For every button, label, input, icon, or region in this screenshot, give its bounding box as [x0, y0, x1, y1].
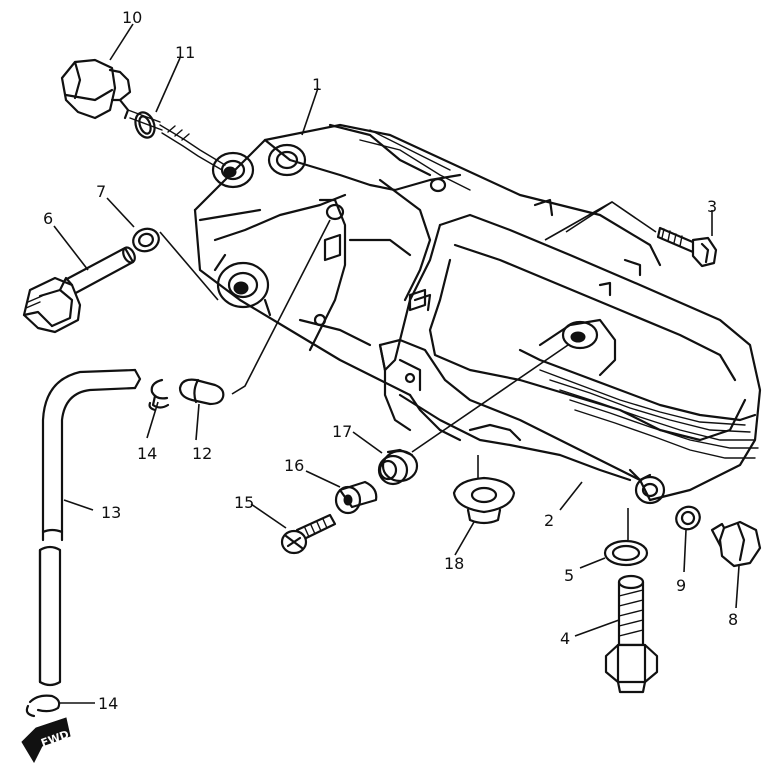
callout-6: 6 [43, 209, 53, 228]
callout-18: 18 [444, 554, 464, 573]
callout-9: 9 [676, 576, 686, 595]
fitting-boss [213, 253, 272, 317]
callout-1: 1 [312, 75, 322, 94]
part-13-hose [38, 368, 142, 687]
part-5-gasket [603, 539, 649, 567]
callout-17: 17 [332, 422, 352, 441]
callout-15: 15 [234, 493, 254, 512]
leader-lines [53, 23, 740, 704]
callout-2: 2 [544, 511, 554, 530]
part-3-bolt [656, 226, 718, 268]
part-1-housing [193, 123, 662, 397]
callout-3: 3 [707, 197, 717, 216]
part-2-cover [378, 213, 762, 505]
part-6-fitting [22, 246, 136, 334]
part-10-filler-cap [60, 58, 163, 131]
callout-11: 11 [175, 43, 195, 62]
callout-12: 12 [192, 444, 212, 463]
part-16-collar [334, 480, 378, 515]
callout-5: 5 [564, 566, 574, 585]
callout-14-lower: 14 [98, 694, 118, 713]
filler-boss [211, 151, 255, 189]
forward-direction-badge: FWD [21, 717, 71, 764]
part-14-clip-lower [25, 694, 61, 718]
part-4-drain-bolt [604, 574, 659, 694]
callout-labels: 10 11 1 3 7 6 14 12 13 14 17 16 15 18 2 … [43, 8, 738, 713]
part-12-plug [178, 378, 225, 406]
part-8-plug-bolt [710, 520, 762, 568]
part-18-bumper [452, 476, 516, 525]
callout-7: 7 [96, 182, 106, 201]
callout-4: 4 [560, 629, 570, 648]
part-17-grommet [377, 448, 419, 486]
callout-13: 13 [101, 503, 121, 522]
callout-10: 10 [122, 8, 142, 27]
callout-14-upper: 14 [137, 444, 157, 463]
part-15-screw [280, 513, 337, 555]
callout-8: 8 [728, 610, 738, 629]
callout-16: 16 [284, 456, 304, 475]
part-9-washer [675, 505, 701, 531]
part-7-washer [132, 227, 160, 253]
part-11-o-ring [134, 111, 226, 171]
part-14-clip-upper [148, 378, 170, 412]
